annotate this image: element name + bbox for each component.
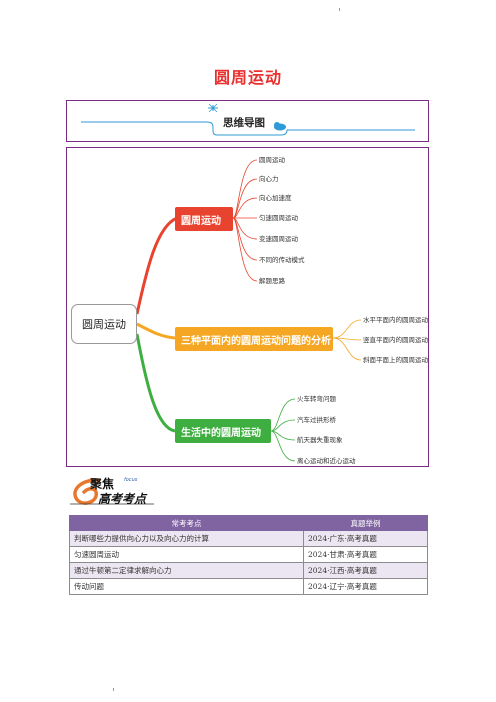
leaf-item: 航天器失重现象	[297, 436, 343, 444]
table-header-topic: 常考考点	[69, 515, 304, 531]
connector-leaves-3	[270, 398, 296, 462]
focus-badge: 聚焦 focus 高考考点	[68, 474, 156, 508]
connector-branch-3	[135, 333, 176, 433]
table-row: 匀速圆周运动 2024·甘肃·高考真题	[69, 546, 428, 563]
table-cell-topic: 传动问题	[69, 578, 304, 595]
exam-points-table: 常考考点 真题举例 判断哪些力提供向心力以及向心力的计算 2024·广东·高考真…	[69, 515, 428, 595]
table-cell-example: 2024·广东·高考真题	[303, 530, 428, 547]
table-cell-topic: 判断哪些力提供向心力以及向心力的计算	[69, 530, 304, 547]
table-row: 通过牛顿第二定律求解向心力 2024·江西·高考真题	[69, 562, 428, 579]
leaf-item: 离心运动和近心运动	[297, 457, 356, 465]
connector-branch-2	[136, 322, 176, 340]
connector-branch-1	[135, 216, 178, 315]
leaf-item: 水平平面内的圆周运动	[363, 316, 428, 324]
page-title: 圆周运动	[213, 68, 282, 87]
leaf-item: 向心加速度	[259, 194, 292, 202]
connector-leaves-2	[332, 319, 362, 361]
focus-badge-main: 聚焦	[90, 477, 115, 491]
table-row: 判断哪些力提供向心力以及向心力的计算 2024·广东·高考真题	[69, 530, 428, 547]
leaf-item: 匀速圆周运动	[259, 214, 298, 222]
leaf-item: 解题思路	[259, 277, 285, 285]
table-cell-example: 2024·江西·高考真题	[303, 562, 428, 579]
mindmap-header: 思维导图	[66, 100, 429, 142]
mindmap-frame: 圆周运动 圆周运动 圆周运动 向心力 向心加速度 匀速圆周运动 变速圆周运动 不…	[66, 147, 429, 467]
leaf-item: 向心力	[259, 175, 279, 183]
cloud-icon	[274, 122, 286, 131]
table-cell-example: 2024·甘肃·高考真题	[303, 546, 428, 563]
table-row: 传动问题 2024·辽宁·高考真题	[69, 578, 428, 595]
leaf-item: 汽车过拱形桥	[297, 416, 336, 424]
leaf-item: 斜面平面上的圆周运动	[363, 356, 428, 364]
table-header-example: 真题举例	[303, 515, 428, 531]
branch-three-plane-analysis: 三种平面内的圆周运动问题的分析	[175, 327, 333, 351]
table-cell-topic: 匀速圆周运动	[69, 546, 304, 563]
focus-badge-sub: 高考考点	[98, 492, 147, 506]
focus-swirl-icon	[68, 474, 156, 508]
mindmap-badge: 思维导图	[223, 117, 265, 129]
table-cell-topic: 通过牛顿第二定律求解向心力	[69, 562, 304, 579]
leaf-item: 竖直平面内的圆周运动	[363, 336, 428, 344]
table-header-row: 常考考点 真题举例	[69, 515, 428, 531]
mindmap-connectors	[135, 159, 362, 462]
sparkle-icon	[208, 103, 218, 113]
leaf-item: 不同的传动模式	[259, 256, 305, 264]
mindmap-root: 圆周运动	[71, 304, 137, 344]
branch-circular-motion-in-life: 生活中的圆周运动	[175, 419, 271, 443]
page-mark-bottom	[113, 688, 114, 691]
page-mark-top	[339, 8, 340, 11]
mindmap-header-rule	[81, 103, 415, 136]
branch-uniform-circular-motion: 圆周运动	[175, 207, 233, 231]
connector-leaves-1	[232, 159, 258, 282]
table-cell-example: 2024·辽宁·高考真题	[303, 578, 428, 595]
leaf-item: 圆周运动	[259, 156, 285, 164]
focus-badge-tag: focus	[124, 477, 138, 483]
leaf-item: 变速圆周运动	[259, 235, 298, 243]
leaf-item: 火车转弯问题	[297, 395, 336, 403]
